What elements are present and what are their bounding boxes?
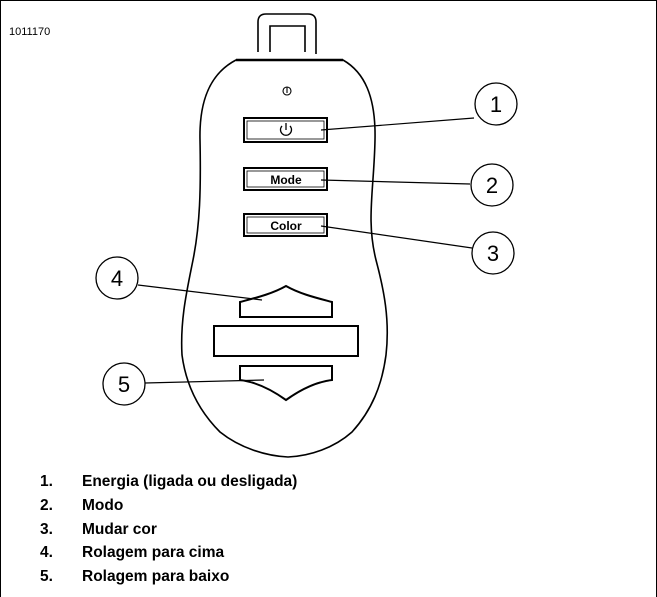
legend-item: 3. Mudar cor xyxy=(40,518,297,542)
callout-3-label: 3 xyxy=(487,241,499,266)
figure-id: 1011170 xyxy=(9,26,51,38)
legend-item: 1. Energia (ligada ou desligada) xyxy=(40,470,297,494)
legend-item: 4. Rolagem para cima xyxy=(40,541,297,565)
legend-text: Energia (ligada ou desligada) xyxy=(82,473,298,490)
legend-number: 4. xyxy=(40,544,53,562)
legend-text: Rolagem para baixo xyxy=(82,568,230,586)
remote-body xyxy=(180,59,389,458)
legend-item: 2. Modo xyxy=(40,494,297,518)
legend-item: 5. Rolagem para baixo xyxy=(40,565,297,589)
callout-2: 2 xyxy=(470,163,514,207)
power-icon xyxy=(279,123,293,136)
callout-1: 1 xyxy=(474,82,518,126)
keychain-loop xyxy=(257,13,317,54)
color-button[interactable]: Color xyxy=(243,213,328,237)
power-indicator-icon xyxy=(282,86,292,96)
center-bar xyxy=(213,325,359,357)
callout-5-label: 5 xyxy=(118,372,130,397)
legend-number: 1. xyxy=(40,473,53,490)
scroll-down-button[interactable] xyxy=(239,365,333,402)
legend-number: 2. xyxy=(40,496,53,514)
callout-leaders xyxy=(137,117,475,384)
callout-4-label: 4 xyxy=(111,266,123,291)
legend-list: 1. Energia (ligada ou desligada) 2. Modo 3… xyxy=(40,470,297,589)
callout-2-label: 2 xyxy=(486,173,498,198)
mode-button[interactable]: Mode xyxy=(243,167,328,191)
scroll-up-button[interactable] xyxy=(239,284,333,318)
callout-4: 4 xyxy=(95,256,139,300)
legend-text: Mudar cor xyxy=(82,520,157,538)
callout-1-label: 1 xyxy=(490,92,502,117)
legend-text: Modo xyxy=(82,496,124,514)
legend-number: 3. xyxy=(40,520,53,538)
mode-button-label: Mode xyxy=(270,173,302,187)
legend-text: Rolagem para cima xyxy=(82,544,225,562)
power-button[interactable] xyxy=(243,117,328,143)
color-button-label: Color xyxy=(270,219,302,233)
callout-5: 5 xyxy=(102,362,146,406)
legend-number: 5. xyxy=(40,568,53,586)
callout-3: 3 xyxy=(471,231,515,275)
